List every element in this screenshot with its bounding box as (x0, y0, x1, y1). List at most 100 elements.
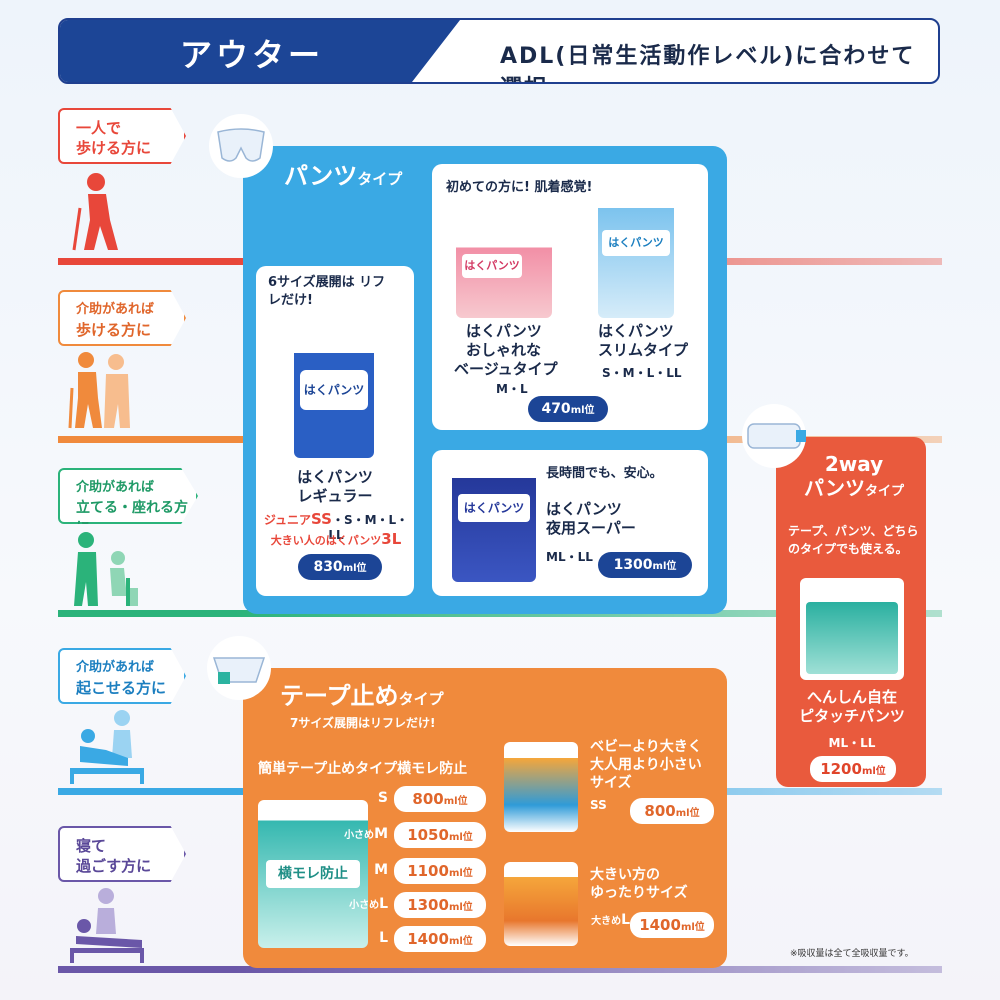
regular-pack-label: はくパンツ (300, 370, 368, 410)
night-heading: 長時間でも、安心。 (546, 466, 663, 481)
twoway-title-suffix: タイプ (864, 484, 904, 499)
regular-pants-package: はくパンツ (294, 330, 374, 458)
slim-name-line2: スリムタイプ (598, 341, 689, 359)
level-2-line1: 介助があれば (76, 302, 155, 317)
tape-large-package (504, 862, 578, 946)
large-absorb-unit: ml位 (680, 922, 705, 933)
regular-name-line2: レギュラー (297, 487, 373, 505)
twoway-absorb-unit: ml位 (861, 766, 886, 777)
tape-easy-heading: 簡単テープ止めタイプ横モレ防止 (258, 761, 468, 777)
beige-pants-package: はくパンツ (456, 236, 552, 318)
large-absorb-num: 1400 (639, 916, 681, 934)
regular-absorb-badge: 830ml位 (298, 554, 382, 580)
twoway-title-pants: パンツ (803, 476, 865, 500)
level-label-1: 一人で 歩ける方に (58, 108, 186, 164)
level-label-5: 寝て 過ごす方に (58, 826, 186, 882)
regular-name: はくパンツ レギュラー (260, 468, 410, 506)
tape-size-label-3: 小さめL (342, 896, 388, 912)
regular-sizes-1: ジュニアSS・S・M・L・LL (258, 510, 414, 542)
pants-product-icon (209, 114, 273, 178)
tape-ss-package (504, 742, 578, 832)
tape-size-label-4: L (342, 930, 388, 946)
night-name: はくパンツ 夜用スーパー (546, 500, 696, 538)
footnote: ※吸収量は全て全吸収量です。 (790, 949, 914, 959)
first-time-absorb-badge: 470ml位 (528, 396, 608, 422)
twoway-title: 2way パンツタイプ (784, 452, 924, 504)
bedridden-icon (70, 888, 144, 963)
tape-size-badge-4: 1400ml位 (394, 926, 486, 952)
tape-size-4-size: L (379, 930, 388, 946)
regular-sizes-2: 大きい人のはくパンツ3L (258, 530, 414, 548)
large-absorb-badge: 1400ml位 (630, 912, 714, 938)
regular-big-label: 大きい人のはくパンツ (270, 534, 382, 547)
baby-absorb-num: 800 (644, 802, 676, 820)
regular-ss-size: SS (311, 510, 332, 528)
regular-3l-size: 3L (381, 530, 402, 548)
twoway-title-line1: 2way (824, 452, 884, 476)
regular-note: 6サイズ展開は リフレだけ! (268, 275, 386, 308)
tape-size-label-0: S (342, 790, 388, 806)
large-line2: ゆったりサイズ (590, 885, 688, 901)
large-size-prefix: 大きめ (591, 916, 622, 927)
assisted-raising-icon (70, 710, 144, 784)
tape-size-1-size: M (374, 826, 388, 842)
twoway-name-line2: ピタッチパンツ (799, 707, 905, 725)
beige-name-line3: ベージュタイプ (454, 360, 558, 378)
level-3-line2: 立てる・座れる方に (76, 500, 188, 536)
walking-person-icon (72, 173, 118, 251)
twoway-package-card (800, 578, 904, 680)
tape-size-badge-2: 1100ml位 (394, 858, 486, 884)
twoway-desc: テープ、パンツ、どちらのタイプでも使える。 (788, 524, 919, 556)
tape-product-icon (207, 636, 271, 700)
level-label-2: 介助があれば 歩ける方に (58, 290, 186, 346)
tape-size-2-num: 1100 (407, 862, 449, 880)
twoway-package (806, 602, 898, 674)
beige-name-line2: おしゃれな (466, 341, 542, 359)
tape-pack-label: 横モレ防止 (266, 860, 360, 888)
night-absorb-unit: ml位 (652, 561, 677, 572)
large-size-label: 大きめL (586, 912, 630, 928)
first-time-absorb-unit: ml位 (570, 405, 595, 416)
tape-title-text: テープ止め (280, 682, 399, 710)
pants-title-text: パンツ (284, 162, 358, 190)
level-4-line1: 介助があれば (76, 660, 155, 675)
tape-size-label-2: M (342, 862, 388, 878)
baby-absorb-unit: ml位 (675, 808, 700, 819)
night-pack-label: はくパンツ (458, 494, 530, 522)
header-banner: アウター ADL(日常生活動作レベル)に合わせて選択 (58, 18, 940, 84)
tape-yokomore-package: 横モレ防止 (258, 800, 368, 948)
slim-name-line1: はくパンツ (598, 322, 674, 340)
tape-size-1-prefix: 小さめ (344, 830, 375, 841)
beige-pack-label: はくパンツ (462, 254, 522, 278)
tape-size-1-num: 1050 (407, 826, 449, 844)
page-subtitle: ADL(日常生活動作レベル)に合わせて選択 (500, 44, 916, 82)
tape-type-title: テープ止めタイプ (280, 676, 444, 711)
twoway-name: へんしん自在 ピタッチパンツ (782, 688, 922, 726)
tape-size-badge-1: 1050ml位 (394, 822, 486, 848)
tape-size-2-size: M (374, 862, 388, 878)
large-size-size: L (621, 912, 630, 928)
level-line-5 (58, 966, 942, 973)
level-2-line2: 歩ける方に (76, 321, 152, 339)
tape-size-badge-0: 800ml位 (394, 786, 486, 812)
tape-size-0-num: 800 (412, 790, 444, 808)
night-name-line2: 夜用スーパー (546, 519, 636, 537)
tape-size-3-num: 1300 (407, 896, 449, 914)
large-line1: 大きい方の (590, 867, 660, 883)
twoway-absorb-num: 1200 (820, 760, 862, 778)
regular-junior-label: ジュニア (263, 513, 311, 527)
tape-size-3-size: L (379, 896, 388, 912)
regular-absorb-num: 830 (313, 559, 343, 575)
slim-pants-package: はくパンツ (598, 196, 674, 318)
beige-name: はくパンツ おしゃれな ベージュタイプ (454, 322, 576, 379)
first-time-heading: 初めての方に! 肌着感覚! (446, 180, 593, 195)
night-absorb-num: 1300 (613, 557, 653, 573)
level-3-line1: 介助があれば (76, 480, 155, 495)
first-time-absorb-num: 470 (541, 401, 571, 417)
night-sizes: ML・LL (546, 550, 593, 564)
baby-line2: 大人用より小さい (590, 757, 702, 773)
tape-size-2-unit: ml位 (448, 868, 473, 879)
regular-absorb-unit: ml位 (342, 563, 367, 574)
night-absorb-badge: 1300ml位 (598, 552, 692, 578)
tape-size-0-size: S (377, 790, 388, 806)
